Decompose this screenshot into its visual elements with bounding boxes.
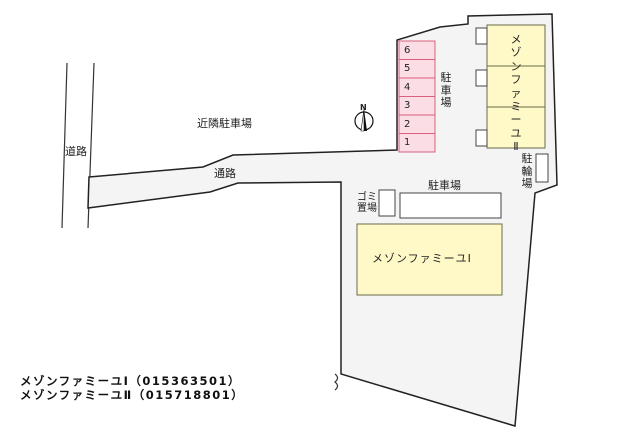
compass-icon: [354, 108, 374, 132]
building-2: [475, 24, 546, 149]
building-1-label: メゾンファミーユⅠ: [372, 252, 472, 265]
stall-number: 2: [404, 119, 411, 130]
parking-stalls: [398, 40, 436, 153]
parking-upper-label: 駐車場: [440, 71, 452, 110]
stall-number: 3: [404, 100, 411, 111]
lot-outline: [87, 13, 558, 427]
break-mark-icon: [334, 373, 339, 391]
garbage-label: ゴミ置場: [357, 192, 377, 214]
neighbor-parking-label: 近隣駐車場: [197, 117, 252, 130]
main-road-edge-left: [61, 62, 68, 229]
garbage-area: [378, 189, 396, 217]
building-2-label: メゾンファミーユⅡ: [510, 33, 522, 154]
bike-parking-area: [535, 153, 549, 183]
parking-area-middle: [399, 192, 502, 219]
main-road-label: 道路: [65, 145, 87, 158]
building-1: [356, 223, 503, 296]
compass-north-label: N: [360, 103, 367, 112]
stall-number: 4: [404, 82, 411, 93]
legend-line-1: メゾンファミーユⅠ（015363501）: [20, 374, 241, 388]
bike-parking-label: 駐輪場: [521, 152, 533, 191]
stall-number: 1: [404, 137, 411, 148]
stall-number: 6: [404, 45, 411, 56]
stall-number: 5: [404, 63, 411, 74]
access-road-label: 通路: [214, 167, 236, 180]
legend-line-2: メゾンファミーユⅡ（015718801）: [20, 388, 245, 402]
parking-stall: [398, 133, 436, 153]
parking-middle-label: 駐車場: [428, 179, 461, 192]
